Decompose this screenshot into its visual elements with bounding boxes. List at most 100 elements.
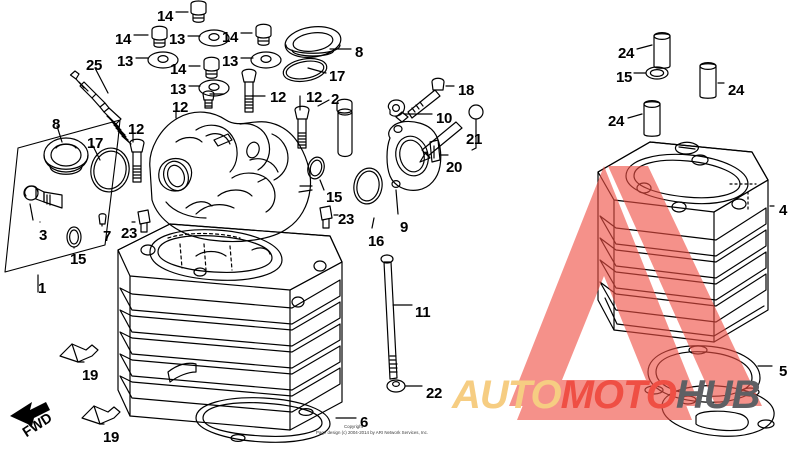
part-15-oring-head bbox=[307, 156, 325, 180]
part-14-retainer-c bbox=[255, 23, 272, 46]
part-callout-23[interactable]: 23 bbox=[121, 225, 138, 242]
watermark-word-moto: MOTO bbox=[560, 373, 677, 417]
part-callout-19[interactable]: 19 bbox=[82, 367, 99, 384]
leader-21 bbox=[471, 147, 477, 151]
part-callout-10[interactable]: 10 bbox=[436, 110, 453, 127]
part-callout-8[interactable]: 8 bbox=[52, 116, 61, 133]
fwd-direction-label: FWD bbox=[19, 409, 55, 440]
part-callout-17[interactable]: 17 bbox=[87, 135, 104, 152]
part-callout-13[interactable]: 13 bbox=[170, 81, 187, 98]
part-callout-15[interactable]: 15 bbox=[70, 251, 87, 268]
part-3-joint-fitting bbox=[23, 185, 63, 221]
part-callout-24[interactable]: 24 bbox=[728, 82, 745, 99]
watermark-word-auto: AUTO bbox=[452, 373, 562, 417]
part-13-washer-a bbox=[198, 29, 230, 47]
part-14-retainer-b bbox=[151, 25, 168, 48]
part-13-washer-b bbox=[147, 51, 179, 69]
part-18-bolt bbox=[407, 77, 445, 119]
part-8-cover-left bbox=[43, 137, 89, 175]
cylinder-head-casting bbox=[149, 111, 313, 243]
part-callout-12[interactable]: 12 bbox=[172, 99, 189, 116]
leader-15a bbox=[319, 179, 325, 191]
copyright-line-2: Page design (c) 2004-2014 by ARI Network… bbox=[316, 429, 429, 435]
part-callout-2[interactable]: 2 bbox=[331, 91, 340, 108]
leader-24c bbox=[627, 113, 643, 119]
part-callout-23[interactable]: 23 bbox=[338, 211, 355, 228]
part-callout-12[interactable]: 12 bbox=[306, 89, 323, 106]
part-callout-6[interactable]: 6 bbox=[360, 414, 369, 431]
part-12-bolt-c bbox=[294, 105, 310, 149]
part-callout-13[interactable]: 13 bbox=[117, 53, 134, 70]
part-23-bolt-right bbox=[319, 205, 333, 229]
part-callout-9[interactable]: 9 bbox=[400, 219, 409, 236]
part-19-dowel-b bbox=[81, 405, 121, 425]
part-7-dowel-small bbox=[98, 213, 107, 225]
part-callout-5[interactable]: 5 bbox=[779, 363, 788, 380]
part-24-dowel-c bbox=[643, 99, 661, 137]
part-17-oring-left bbox=[90, 147, 130, 193]
leader-17a bbox=[307, 67, 327, 74]
part-callout-14[interactable]: 14 bbox=[157, 8, 174, 25]
part-callout-15[interactable]: 15 bbox=[616, 69, 633, 86]
part-9-intake-insulator bbox=[386, 120, 442, 191]
part-callout-19[interactable]: 19 bbox=[103, 429, 120, 446]
copyright-notice: Copyright Page design (c) 2004-2014 by A… bbox=[316, 424, 428, 435]
part-2-cap-nut bbox=[336, 98, 353, 158]
part-callout-14[interactable]: 14 bbox=[115, 31, 132, 48]
part-callout-14[interactable]: 14 bbox=[170, 61, 187, 78]
part-callout-15[interactable]: 15 bbox=[326, 189, 343, 206]
part-13-washer-c bbox=[250, 51, 282, 69]
part-callout-8[interactable]: 8 bbox=[355, 44, 364, 61]
part-17-oring-topright bbox=[282, 57, 328, 83]
part-callout-12[interactable]: 12 bbox=[128, 121, 145, 138]
leader-16 bbox=[371, 217, 375, 229]
part-14-retainer-a bbox=[190, 0, 207, 23]
part-callout-24[interactable]: 24 bbox=[618, 45, 635, 62]
part-20-pin bbox=[419, 121, 463, 163]
part-callout-16[interactable]: 16 bbox=[368, 233, 385, 250]
part-callout-20[interactable]: 20 bbox=[446, 159, 463, 176]
part-callout-4[interactable]: 4 bbox=[779, 202, 788, 219]
part-11-long-bolt bbox=[380, 254, 398, 380]
part-callout-7[interactable]: 7 bbox=[103, 228, 112, 245]
part-21-pin bbox=[468, 104, 484, 149]
part-callout-14[interactable]: 14 bbox=[222, 29, 239, 46]
copyright-line-1: Copyright bbox=[344, 424, 363, 429]
part-6-base-gasket bbox=[195, 397, 331, 443]
part-24-dowel-b bbox=[699, 61, 717, 99]
part-19-dowel-a bbox=[59, 343, 99, 363]
part-12-bolt-a bbox=[202, 90, 215, 109]
watermark-wordmark: AUTOMOTOHUB bbox=[452, 373, 761, 417]
watermark-word-hub: HUB bbox=[675, 373, 761, 417]
part-12-bolt-d bbox=[129, 138, 145, 183]
part-23-bolt-left bbox=[137, 209, 151, 233]
part-callout-3[interactable]: 3 bbox=[39, 227, 48, 244]
leader-8b bbox=[56, 125, 63, 143]
part-callout-21[interactable]: 21 bbox=[466, 131, 483, 148]
part-callout-18[interactable]: 18 bbox=[458, 82, 475, 99]
part-callout-13[interactable]: 13 bbox=[169, 31, 186, 48]
cylinder-block-centre bbox=[117, 223, 343, 431]
fwd-arrow-glyph bbox=[10, 402, 50, 426]
part-callout-11[interactable]: 11 bbox=[415, 304, 431, 321]
part-14-retainer-d bbox=[203, 56, 220, 79]
part-17-oring-intake bbox=[353, 167, 383, 205]
part-callout-22[interactable]: 22 bbox=[426, 385, 443, 402]
leader-24a bbox=[636, 44, 653, 50]
part-12-bolt-b bbox=[241, 68, 257, 113]
part-callout-1[interactable]: 1 bbox=[38, 280, 47, 297]
leader-25 bbox=[94, 67, 109, 94]
part-callout-25[interactable]: 25 bbox=[86, 57, 103, 74]
part-callout-24[interactable]: 24 bbox=[608, 113, 625, 130]
leader-9 bbox=[395, 189, 399, 215]
part-1-inset-frame bbox=[4, 119, 121, 273]
part-22-nut bbox=[386, 379, 423, 393]
part-callout-13[interactable]: 13 bbox=[222, 53, 239, 70]
part-10-bracket bbox=[387, 99, 409, 123]
part-callout-12[interactable]: 12 bbox=[270, 89, 287, 106]
part-8-cover-topright bbox=[284, 26, 342, 58]
part-callout-17[interactable]: 17 bbox=[329, 68, 346, 85]
leader-2 bbox=[317, 99, 330, 107]
